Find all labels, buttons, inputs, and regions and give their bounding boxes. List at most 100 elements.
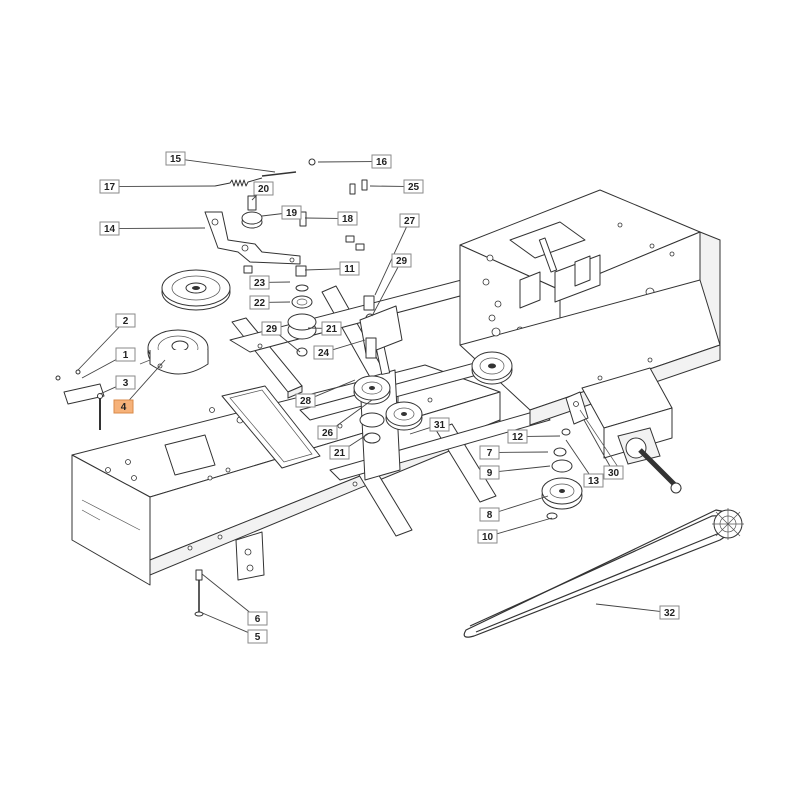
callout-box (295, 393, 316, 408)
leader-line (77, 326, 120, 371)
callout-box (479, 465, 500, 480)
callout-box (99, 221, 120, 236)
leader-line (201, 573, 250, 613)
callout-number: 24 (318, 348, 330, 359)
callout-number: 12 (512, 432, 524, 443)
leader-line (371, 266, 399, 317)
callout-box (339, 261, 360, 276)
callout-box (477, 529, 498, 544)
leader-line (184, 159, 276, 173)
callout-box (603, 465, 624, 480)
callout-box (253, 181, 274, 196)
callout-4: 4 (113, 359, 166, 414)
callout-box (429, 417, 450, 432)
linkage-assembly (204, 158, 368, 277)
callout-16: 16 (317, 154, 392, 169)
callout-box (281, 205, 302, 220)
callout-28: 28 (295, 379, 356, 408)
callout-box (371, 154, 392, 169)
callout-7: 7 (479, 445, 549, 460)
callout-2: 2 (77, 313, 136, 371)
callout-box (115, 347, 136, 362)
leader-line (261, 213, 283, 217)
callout-box (403, 179, 424, 194)
callout-number: 19 (286, 208, 298, 219)
leader-line (336, 399, 373, 427)
callout-number: 18 (342, 214, 354, 225)
callout-10: 10 (477, 517, 553, 544)
leader-line (199, 611, 249, 633)
callout-box (249, 275, 270, 290)
leader-line (128, 359, 166, 401)
leader-line (314, 379, 356, 397)
callout-21: 21 (329, 433, 369, 460)
leader-line (583, 419, 611, 467)
callout-number: 17 (104, 182, 116, 193)
idler-stack (541, 428, 583, 520)
leader-line (498, 495, 549, 512)
callout-number: 16 (376, 157, 388, 168)
leader-line (279, 334, 301, 353)
main-frame (71, 364, 501, 586)
brake-parts (55, 369, 105, 430)
callout-box (313, 345, 334, 360)
callout-box (321, 321, 342, 336)
callout-19: 19 (261, 205, 302, 220)
callout-box (583, 473, 604, 488)
callout-26: 26 (317, 399, 373, 440)
callout-box (115, 375, 136, 390)
callout-box-highlighted (113, 399, 134, 414)
callout-6: 6 (201, 573, 268, 626)
callout-box (249, 295, 270, 310)
callout-3: 3 (99, 375, 136, 395)
leader-line (251, 194, 258, 201)
callout-number: 22 (254, 298, 266, 309)
callout-number: 7 (487, 448, 493, 459)
callout-number: 30 (608, 468, 620, 479)
callout-9: 9 (479, 465, 551, 480)
leader-line (496, 517, 553, 535)
transmission (565, 367, 682, 494)
callout-number: 28 (300, 396, 312, 407)
callout-15: 15 (165, 151, 276, 173)
callout-31: 31 (409, 417, 450, 435)
callout-29: 29 (371, 253, 412, 317)
callout-box (317, 425, 338, 440)
leader-line (374, 226, 407, 296)
callout-number: 3 (123, 378, 129, 389)
callout-number: 15 (170, 154, 182, 165)
pulley-top-left (161, 269, 231, 311)
callout-box (247, 611, 268, 626)
callout-18: 18 (304, 211, 358, 226)
bolts-bottom (194, 569, 204, 617)
drive-belt (463, 508, 744, 638)
leader-line (81, 359, 117, 379)
callout-23: 23 (249, 275, 291, 290)
leader-line (565, 439, 590, 475)
callout-number: 14 (104, 224, 116, 235)
callout-number: 4 (121, 402, 127, 413)
callout-5: 5 (199, 611, 268, 644)
callout-number: 21 (334, 448, 346, 459)
callout-20: 20 (251, 181, 274, 201)
callout-13: 13 (565, 439, 604, 488)
leader-line (348, 433, 369, 447)
electric-clutch (139, 329, 209, 375)
callout-number: 29 (396, 256, 408, 267)
callout-22: 22 (249, 295, 291, 310)
callout-box (247, 629, 268, 644)
callout-box (115, 313, 136, 328)
callout-number: 5 (255, 632, 261, 643)
callout-box (391, 253, 412, 268)
callout-number: 23 (254, 278, 266, 289)
leader-line (332, 339, 366, 351)
leader-line (409, 427, 431, 435)
callout-box (99, 179, 120, 194)
callout-box (399, 213, 420, 228)
callout-number: 1 (123, 350, 129, 361)
leader-line (304, 268, 341, 271)
callout-number: 26 (322, 428, 334, 439)
callout-number: 6 (255, 614, 261, 625)
